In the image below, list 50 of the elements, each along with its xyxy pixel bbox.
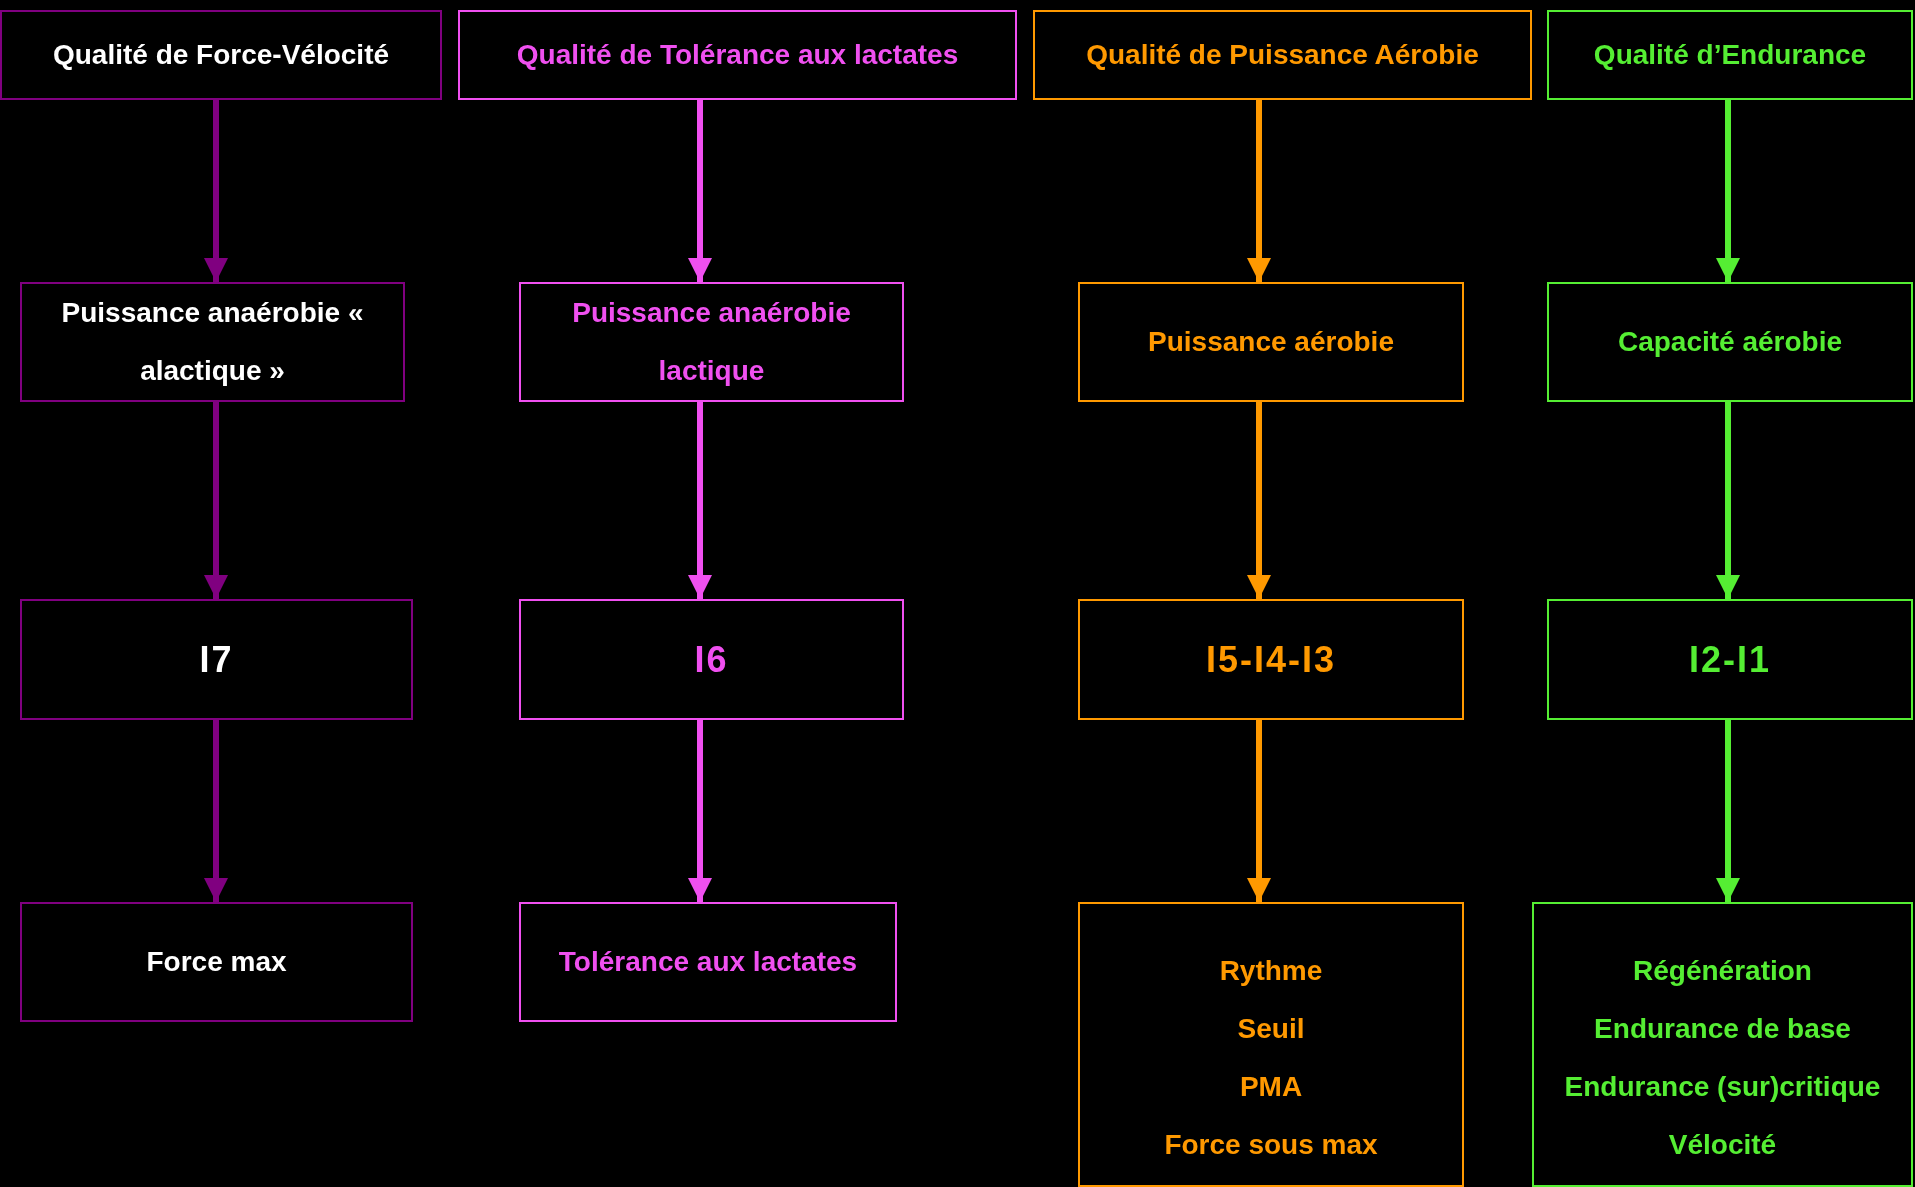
header-box xyxy=(0,10,442,100)
box-label: Capacité aérobie xyxy=(1617,325,1843,359)
zone-label: I6 xyxy=(694,637,729,682)
arrow xyxy=(204,720,228,902)
arrow xyxy=(1247,720,1271,902)
arrow xyxy=(1247,100,1271,282)
zone-box xyxy=(1078,599,1464,720)
header-box xyxy=(1547,10,1913,100)
column-heading: Qualité de Tolérance aux lactates xyxy=(516,38,959,72)
box-label: Rythme xyxy=(1219,954,1323,988)
process-box xyxy=(519,902,897,1022)
process-box xyxy=(519,282,904,402)
header-box xyxy=(1033,10,1532,100)
arrow xyxy=(1716,100,1740,282)
box-label: Force max xyxy=(146,945,287,979)
zone-box xyxy=(20,599,413,720)
box-label: Endurance de base xyxy=(1594,1012,1851,1046)
arrow xyxy=(1716,720,1740,902)
zone-box xyxy=(519,599,904,720)
box-label: Puissance anaérobie « alactique » xyxy=(60,296,365,388)
arrow xyxy=(1716,402,1740,599)
column-heading: Qualité d’Endurance xyxy=(1593,38,1867,72)
arrow xyxy=(1247,402,1271,599)
box-label: Puissance aérobie xyxy=(1148,325,1394,359)
box-label: Force sous max xyxy=(1164,1128,1378,1162)
box-label: Seuil xyxy=(1237,1012,1305,1046)
list-box xyxy=(1078,902,1464,1187)
list-box xyxy=(1532,902,1913,1187)
process-box xyxy=(1547,282,1913,402)
arrow xyxy=(688,402,712,599)
header-box xyxy=(458,10,1017,100)
zone-label: I5-I4-I3 xyxy=(1205,637,1336,682)
process-box xyxy=(1078,282,1464,402)
zone-box xyxy=(1547,599,1913,720)
box-label: Tolérance aux lactates xyxy=(558,945,858,979)
arrow xyxy=(204,402,228,599)
process-box xyxy=(20,282,405,402)
box-label: Puissance anaérobie lactique xyxy=(571,296,852,388)
box-label: Vélocité xyxy=(1668,1128,1777,1162)
column-heading: Qualité de Puissance Aérobie xyxy=(1086,38,1479,72)
box-label: PMA xyxy=(1239,1070,1303,1104)
arrow xyxy=(688,100,712,282)
box-label: Régénération xyxy=(1633,954,1812,988)
process-box xyxy=(20,902,413,1022)
zone-label: I2-I1 xyxy=(1688,637,1771,682)
arrow xyxy=(204,100,228,282)
arrow xyxy=(688,720,712,902)
box-label: Endurance (sur)critique xyxy=(1564,1070,1881,1104)
zone-label: I7 xyxy=(199,637,234,682)
column-heading: Qualité de Force-Vélocité xyxy=(52,38,390,72)
